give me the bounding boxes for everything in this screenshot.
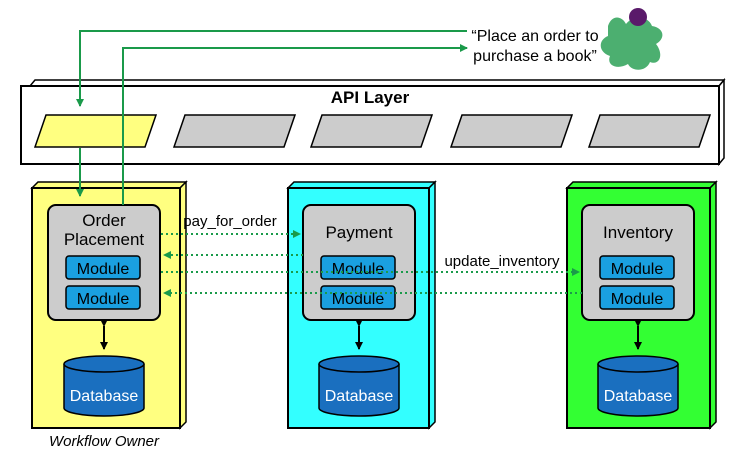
database-icon (318, 355, 400, 417)
database-label: Database (70, 388, 139, 405)
module-label: Module (77, 291, 130, 308)
request-arrow (76, 30, 467, 107)
module-box (65, 255, 141, 280)
response-arrow (122, 44, 468, 205)
service-name: Payment (325, 223, 392, 242)
api-endpoint (449, 114, 574, 148)
service-order-placement: Order Placement Module Module Database (30, 180, 188, 430)
service-name-line-1: Order (82, 211, 126, 230)
pay-for-order-label: pay_for_order (183, 213, 276, 230)
api-endpoint (172, 114, 297, 148)
workflow-owner-label: Workflow Owner (49, 433, 160, 450)
service-inventory: Inventory Module Module Database (565, 180, 718, 430)
api-endpoint (309, 114, 434, 148)
database-icon (63, 355, 145, 417)
module-label: Module (77, 261, 130, 278)
api-endpoint-order (33, 114, 158, 148)
user-avatar-icon (600, 8, 663, 70)
database-icon (597, 355, 679, 417)
database-label: Database (325, 388, 394, 405)
module-label: Module (611, 261, 664, 278)
api-layer-title: API Layer (331, 88, 410, 107)
module-box (65, 285, 141, 310)
module-label: Module (611, 291, 664, 308)
database-label: Database (604, 388, 673, 405)
quote-line-2: purchase a book” (473, 48, 597, 65)
quote-line-1: “Place an order to (471, 28, 598, 45)
module-box (599, 255, 675, 280)
module-label: Module (332, 261, 385, 278)
module-box (320, 255, 396, 280)
service-name: Inventory (603, 223, 673, 242)
api-layer: API Layer (20, 77, 726, 167)
module-box (599, 285, 675, 310)
update-inventory-label: update_inventory (444, 253, 560, 270)
service-payment: Payment Module Module Database (286, 180, 437, 430)
service-name-line-2: Placement (64, 230, 145, 249)
api-endpoint (587, 114, 712, 148)
module-label: Module (332, 291, 385, 308)
module-box (320, 285, 396, 310)
